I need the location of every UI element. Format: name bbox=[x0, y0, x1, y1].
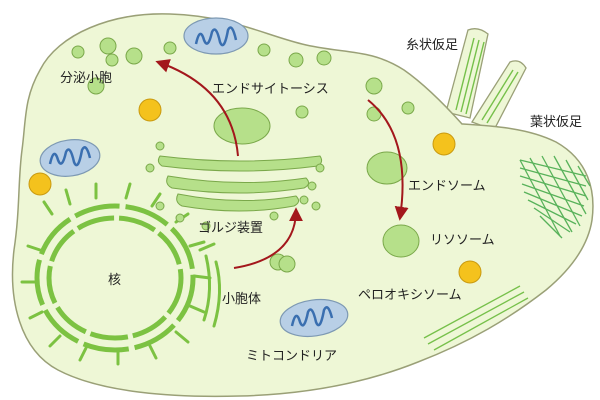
secretion-arrow bbox=[155, 59, 239, 157]
mitochondria-label: ミトコンドリア bbox=[246, 349, 337, 364]
vesicle-small bbox=[278, 255, 296, 273]
filopodia-label: 糸状仮足 bbox=[406, 38, 458, 53]
lamellipodia-icon bbox=[519, 155, 591, 239]
er-label: 小胞体 bbox=[222, 292, 261, 307]
lysosome-icon bbox=[382, 224, 420, 258]
endosome-icon bbox=[366, 151, 408, 185]
endocytosis-arrow bbox=[367, 99, 409, 221]
secretory-vesicle-label: 分泌小胞 bbox=[60, 71, 112, 86]
endosome-label: エンドソーム bbox=[408, 179, 486, 194]
endocytosis-label: エンドサイトーシス bbox=[212, 82, 329, 97]
peroxisome-label: ペロオキシソーム bbox=[358, 288, 462, 303]
transport-arrows bbox=[155, 59, 409, 269]
golgi-label: ゴルジ装置 bbox=[198, 220, 263, 236]
actin-filaments bbox=[423, 285, 529, 351]
mitochondrion-icon bbox=[39, 17, 349, 338]
peroxisome-icon bbox=[28, 98, 482, 284]
filopodia-icon bbox=[445, 28, 527, 131]
lamellipodia-label: 葉状仮足 bbox=[530, 115, 582, 130]
er-to-golgi-arrow bbox=[233, 207, 303, 269]
nucleus-icon bbox=[20, 182, 222, 366]
vesicle-icon bbox=[71, 37, 415, 271]
nucleus-label: 核 bbox=[108, 273, 121, 288]
lysosome-label: リソソーム bbox=[430, 233, 495, 248]
